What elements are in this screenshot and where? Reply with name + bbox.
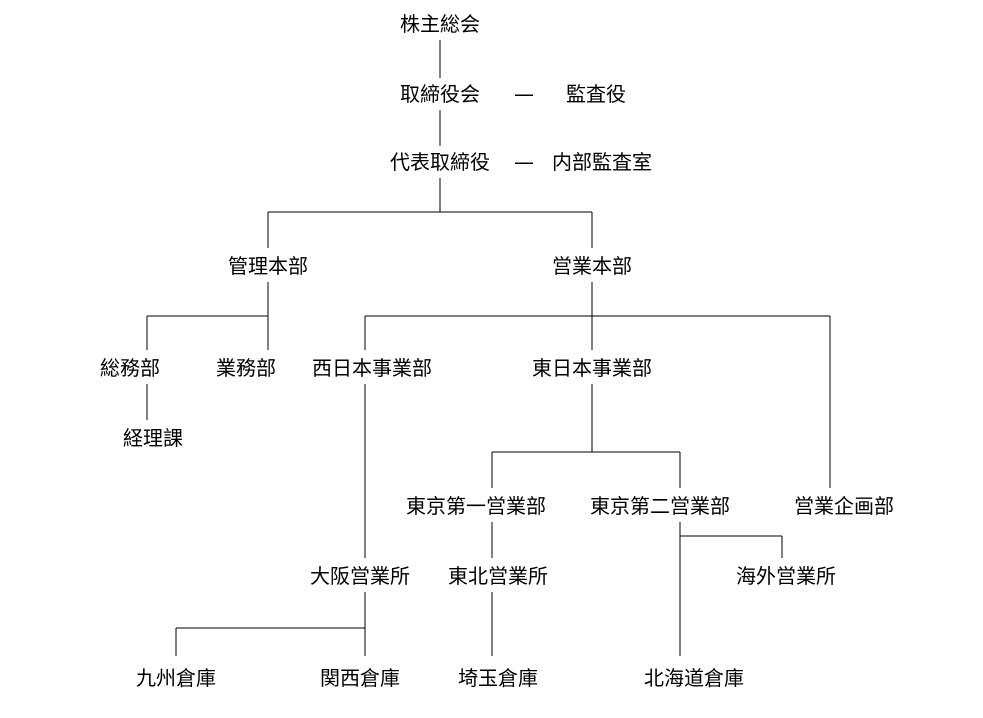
node-hokkaido-warehouse: 北海道倉庫: [644, 666, 744, 690]
node-tokyo-sales-2: 東京第二営業部: [590, 494, 730, 518]
board-auditor-dash: —: [514, 82, 534, 106]
node-sales-hq: 営業本部: [552, 254, 632, 278]
node-saitama-warehouse: 埼玉倉庫: [458, 666, 538, 690]
node-tohoku-sales-office: 東北営業所: [448, 564, 548, 588]
node-internal-audit-office: 内部監査室: [552, 150, 652, 174]
node-osaka-sales-office: 大阪営業所: [310, 564, 410, 588]
node-kyushu-warehouse: 九州倉庫: [136, 666, 216, 690]
node-sales-planning-dept: 営業企画部: [794, 494, 894, 518]
node-general-affairs-dept: 総務部: [100, 356, 160, 380]
node-administration-hq: 管理本部: [228, 254, 308, 278]
node-kansai-warehouse: 関西倉庫: [320, 666, 400, 690]
node-east-japan-division: 東日本事業部: [532, 356, 652, 380]
node-shareholders-meeting: 株主総会: [400, 12, 480, 36]
node-accounting-section: 経理課: [123, 426, 183, 450]
node-auditor: 監査役: [566, 82, 626, 106]
node-representative-director: 代表取締役: [390, 150, 490, 174]
node-overseas-sales-office: 海外営業所: [736, 564, 836, 588]
node-tokyo-sales-1: 東京第一営業部: [406, 494, 546, 518]
node-business-dept: 業務部: [216, 356, 276, 380]
representative-audit-dash: —: [514, 150, 534, 174]
node-board-of-directors: 取締役会: [400, 82, 480, 106]
node-west-japan-division: 西日本事業部: [312, 356, 432, 380]
